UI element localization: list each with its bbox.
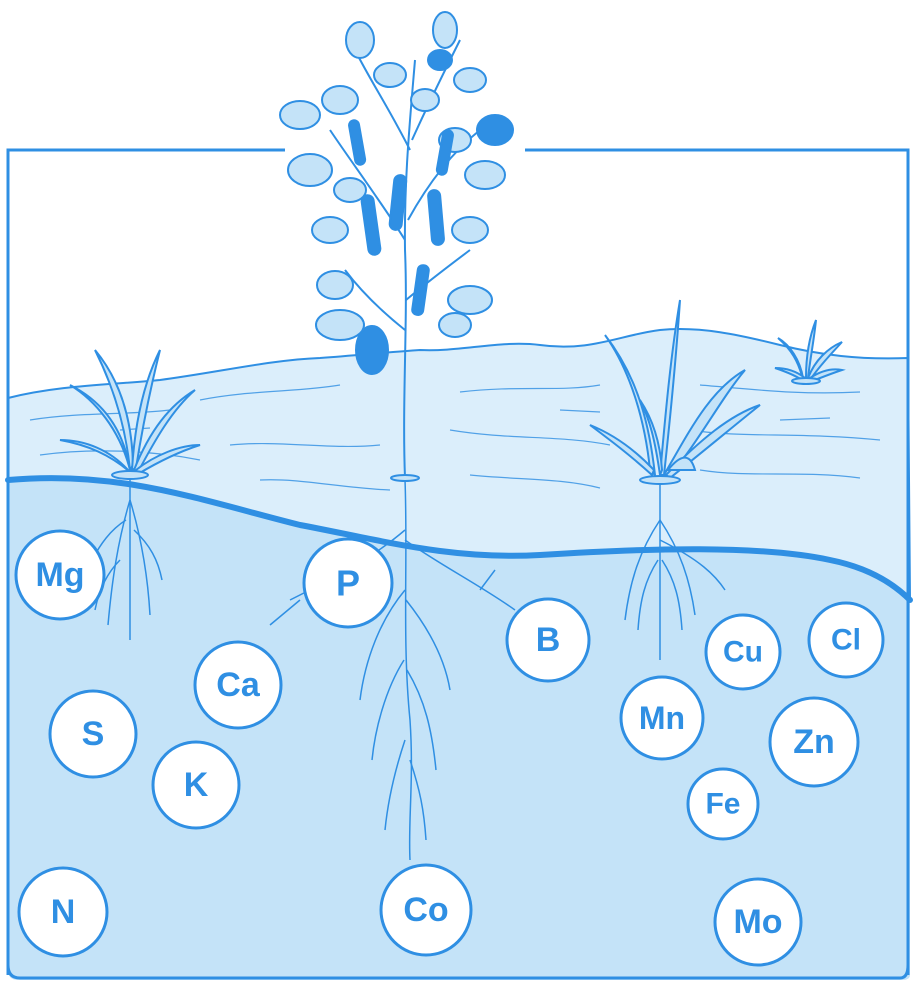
svg-text:P: P: [336, 563, 360, 604]
svg-text:Ca: Ca: [216, 666, 261, 704]
nutrient-s: S: [50, 691, 136, 777]
leaf: [280, 101, 320, 129]
leaf: [288, 154, 332, 186]
svg-text:S: S: [82, 715, 105, 753]
nutrient-mo: Mo: [715, 879, 801, 965]
svg-text:Cl: Cl: [831, 624, 861, 657]
bean-pod: [361, 194, 381, 255]
svg-text:Mg: Mg: [35, 556, 84, 594]
leaf: [452, 217, 488, 243]
leaf: [428, 50, 452, 70]
leaf: [454, 68, 486, 92]
leaf: [346, 22, 374, 58]
leaf: [356, 326, 388, 374]
svg-text:Mo: Mo: [733, 903, 782, 941]
svg-text:Zn: Zn: [793, 723, 835, 761]
nutrient-k: K: [153, 742, 239, 828]
nutrient-cl: Cl: [809, 603, 883, 677]
nutrient-mg: Mg: [16, 531, 104, 619]
nutrient-n: N: [19, 868, 107, 956]
leaf: [433, 12, 457, 48]
nutrient-cu: Cu: [706, 615, 780, 689]
leaf: [477, 115, 513, 145]
svg-text:Co: Co: [403, 891, 448, 929]
svg-text:Cu: Cu: [723, 636, 763, 669]
leaf: [439, 313, 471, 337]
leaf: [465, 161, 505, 189]
leaf: [312, 217, 348, 243]
nutrient-zn: Zn: [770, 698, 858, 786]
leaf: [374, 63, 406, 87]
bean-pod: [428, 190, 445, 246]
svg-text:Mn: Mn: [639, 700, 685, 736]
nutrient-p: P: [304, 539, 392, 627]
bean-pod: [412, 265, 430, 316]
leaf: [334, 178, 366, 202]
nutrient-co: Co: [381, 865, 471, 955]
leaf: [317, 271, 353, 299]
svg-text:B: B: [536, 621, 561, 659]
leaf: [316, 310, 364, 340]
svg-text:N: N: [51, 893, 76, 931]
nutrient-b: B: [507, 599, 589, 681]
svg-text:Fe: Fe: [705, 788, 740, 821]
leaf: [448, 286, 492, 314]
svg-text:K: K: [184, 766, 209, 804]
leaf: [322, 86, 358, 114]
nutrient-fe: Fe: [688, 769, 758, 839]
nutrient-ca: Ca: [195, 642, 281, 728]
leaf: [411, 89, 439, 111]
nutrient-mn: Mn: [621, 677, 703, 759]
